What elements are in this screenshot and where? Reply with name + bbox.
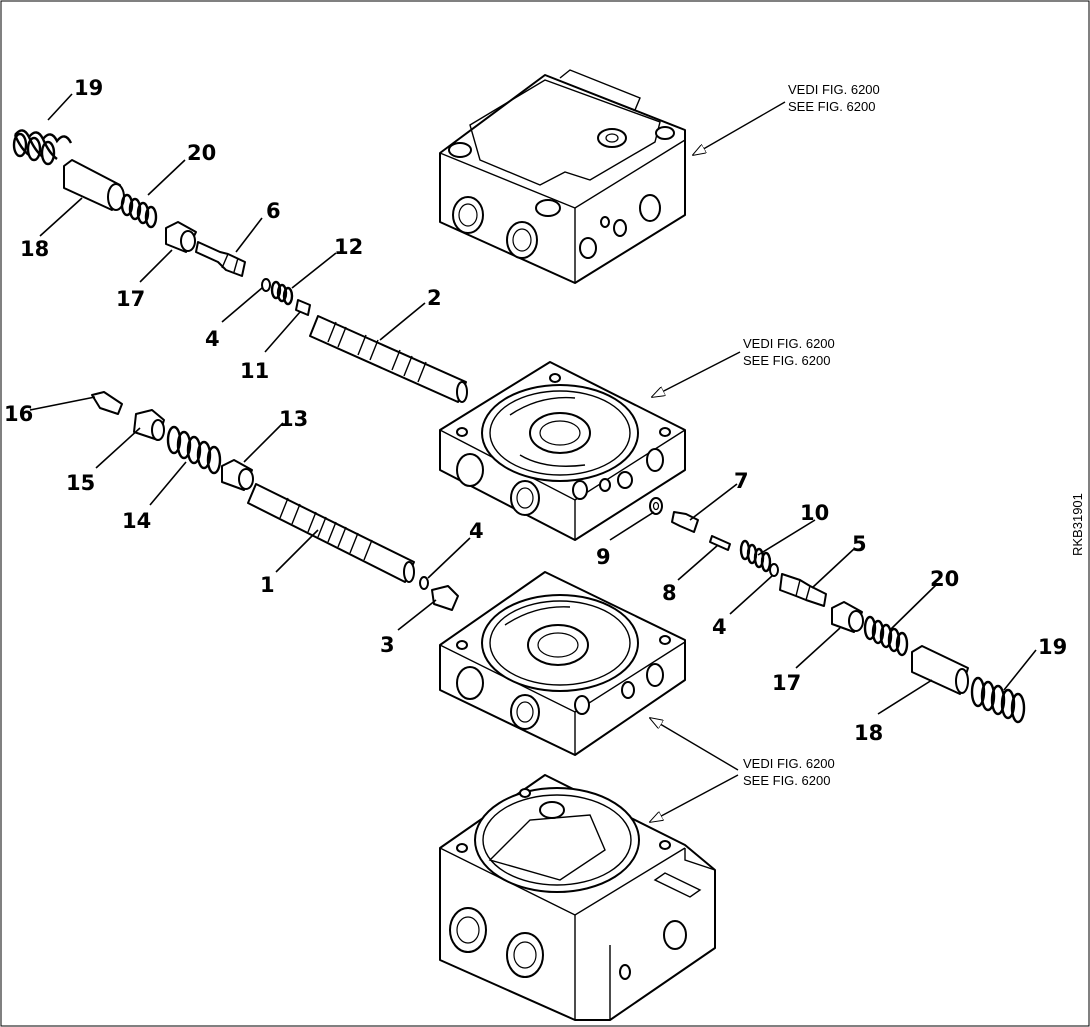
callout-4-middle: 4 [469, 519, 484, 543]
callout-4-upper: 4 [205, 327, 220, 351]
ring-4-upper [261, 278, 271, 292]
middle-section-block [439, 361, 686, 541]
retainer-17-lower [831, 601, 864, 633]
callout-18-lower: 18 [854, 721, 883, 745]
ring-4-right [769, 563, 779, 577]
callout-4-lower: 4 [712, 615, 727, 639]
valve-7 [671, 511, 699, 533]
reference-note-line-1: VEDI FIG. 6200 [743, 756, 835, 771]
pin-8 [709, 535, 731, 551]
callout-5: 5 [852, 532, 867, 556]
spool-2 [309, 315, 468, 403]
spring-19-upper [12, 129, 73, 166]
reference-note-line-2: SEE FIG. 6200 [788, 99, 875, 114]
callout-6: 6 [266, 199, 281, 223]
reference-note-line-2: SEE FIG. 6200 [743, 773, 830, 788]
spring-10 [739, 539, 772, 573]
fitting-16 [91, 391, 123, 415]
sleeve-18-lower [911, 645, 969, 695]
callout-2: 2 [427, 286, 442, 310]
callout-19-upper: 19 [74, 76, 103, 100]
callout-7: 7 [734, 469, 749, 493]
spring-19-lower [970, 676, 1026, 724]
callout-15: 15 [66, 471, 95, 495]
reference-arrows [650, 101, 786, 822]
callout-11: 11 [240, 359, 269, 383]
callout-20-upper: 20 [187, 141, 216, 165]
reference-note-line-2: SEE FIG. 6200 [743, 353, 830, 368]
sleeve-18-upper [63, 159, 125, 211]
reference-note-line-1: VEDI FIG. 6200 [788, 82, 880, 97]
figure-code: RKB31901 [1070, 493, 1085, 556]
plug-11 [295, 299, 311, 316]
retainer-17-upper [165, 221, 197, 253]
leader-lines [29, 93, 1037, 715]
callout-16: 16 [4, 402, 33, 426]
callout-14: 14 [122, 509, 151, 533]
spring-20-upper [120, 193, 158, 229]
callout-17-lower: 17 [772, 671, 801, 695]
spring-20-lower [863, 615, 909, 657]
spring-14 [166, 425, 222, 475]
bottom-end-block [439, 774, 716, 1021]
ring-9 [649, 497, 663, 515]
callout-13: 13 [279, 407, 308, 431]
callout-9: 9 [596, 545, 611, 569]
reference-note-middle: VEDI FIG. 6200 SEE FIG. 6200 [743, 336, 835, 368]
callout-12: 12 [334, 235, 363, 259]
top-cover-block [439, 69, 686, 284]
lower-section-block [439, 571, 686, 756]
piston-6 [195, 241, 246, 277]
callout-18-upper: 18 [20, 237, 49, 261]
callout-8: 8 [662, 581, 677, 605]
callout-3: 3 [380, 633, 395, 657]
spool-1 [247, 483, 415, 583]
reference-note-top: VEDI FIG. 6200 SEE FIG. 6200 [788, 82, 880, 114]
callout-17-upper: 17 [116, 287, 145, 311]
ring-4-lower [419, 576, 429, 590]
callout-1: 1 [260, 573, 275, 597]
spring-12 [270, 280, 294, 306]
reference-note-bottom: VEDI FIG. 6200 SEE FIG. 6200 [743, 756, 835, 788]
plug-3 [431, 585, 459, 611]
reference-note-line-1: VEDI FIG. 6200 [743, 336, 835, 351]
piston-5 [779, 573, 827, 607]
callout-10: 10 [800, 501, 829, 525]
cap-15 [133, 409, 165, 441]
callout-labels: 19 20 18 6 12 17 2 4 11 16 13 15 14 7 10… [4, 76, 1067, 745]
callout-19-lower: 19 [1038, 635, 1067, 659]
callout-20-lower: 20 [930, 567, 959, 591]
retainer-13 [221, 459, 254, 491]
